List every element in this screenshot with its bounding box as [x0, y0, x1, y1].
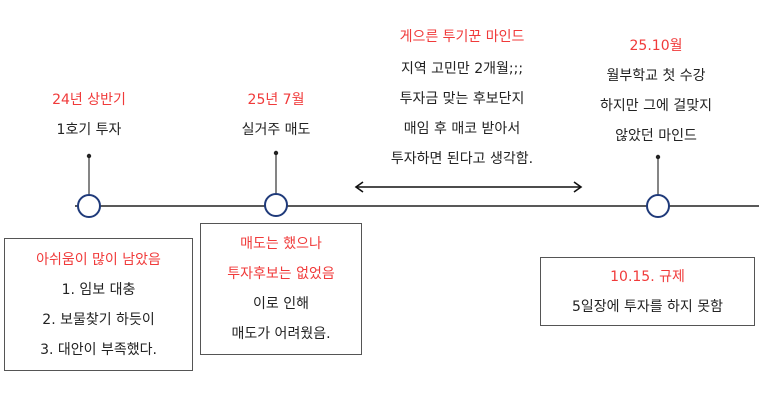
timeline-node-2: [264, 193, 288, 217]
note-box-line: 5일장에 투자를 하지 못함: [571, 298, 724, 315]
timeline-node-1: [77, 194, 101, 218]
note-box-title: 매도는 했으나: [240, 236, 322, 252]
event-desc-3: 월부학교 첫 수강: [606, 68, 706, 84]
note-box-2: 매도는 했으나 투자후보는 없었음 이로 인해 매도가 어려웠음.: [200, 223, 362, 355]
event-date-1: 24년 상반기: [52, 92, 126, 108]
stem-dot-2: [273, 150, 279, 156]
note-box-line: 1. 임보 대충: [61, 281, 136, 298]
event-desc-3: 않았던 마인드: [615, 128, 697, 144]
span-note-line: 지역 고민만 2개월;;;: [400, 61, 524, 77]
event-date-3: 25.10월: [629, 38, 683, 54]
stem-dot-1: [86, 153, 92, 159]
event-desc-1: 1호기 투자: [56, 122, 122, 138]
span-note-line: 투자금 맞는 후보단지: [399, 91, 525, 107]
note-box-line: 매도가 어려웠음.: [231, 326, 331, 342]
event-desc-2: 실거주 매도: [241, 122, 311, 138]
note-box-line: 이로 인해: [253, 296, 309, 312]
note-box-title: 투자후보는 없었음: [227, 266, 335, 282]
span-note-title: 게으른 투기꾼 마인드: [399, 29, 525, 45]
double-arrow: [354, 181, 583, 193]
span-note-line: 매임 후 매코 받아서: [403, 121, 521, 137]
note-box-3: 10.15. 규제 5일장에 투자를 하지 못함: [540, 257, 755, 326]
note-box-line: 3. 대안이 부족했다.: [40, 341, 157, 358]
timeline-node-3: [646, 194, 670, 218]
note-box-title: 10.15. 규제: [610, 268, 685, 285]
event-desc-3: 하지만 그에 걸맞지: [600, 98, 712, 114]
stem-dot-3: [655, 154, 661, 160]
event-date-2: 25년 7월: [247, 92, 305, 108]
note-box-line: 2. 보물찾기 하듯이: [42, 311, 155, 328]
note-box-1: 아쉬움이 많이 남았음 1. 임보 대충 2. 보물찾기 하듯이 3. 대안이 …: [4, 238, 193, 371]
note-box-title: 아쉬움이 많이 남았음: [36, 251, 161, 268]
span-note-line: 투자하면 된다고 생각함.: [390, 151, 534, 167]
